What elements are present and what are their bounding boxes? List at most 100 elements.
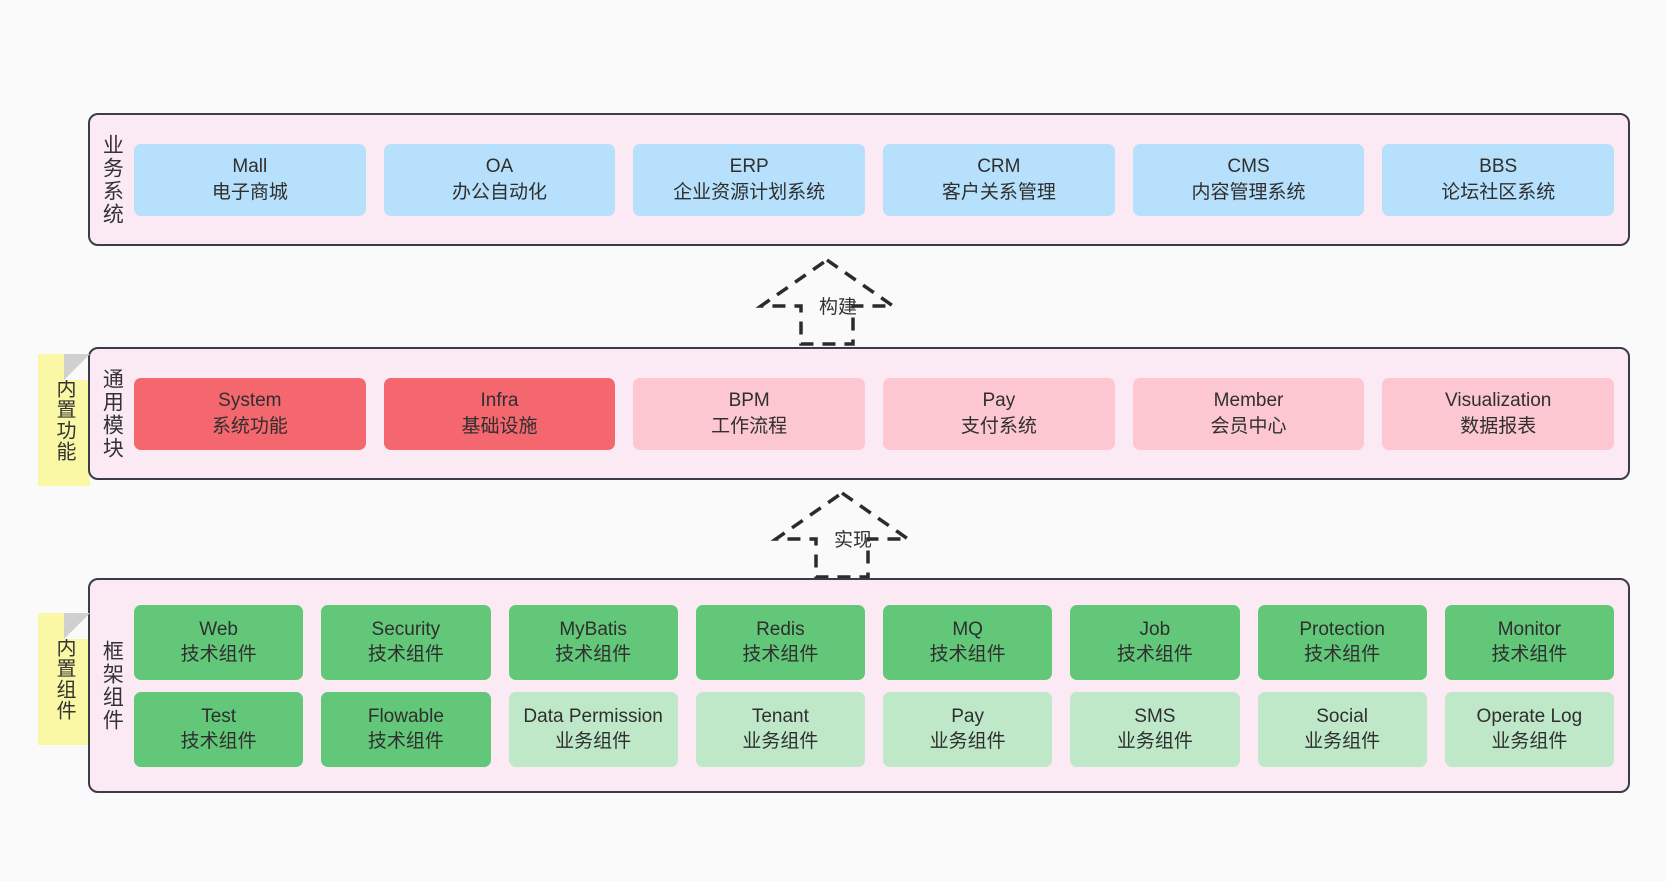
component-name-en: Security xyxy=(371,618,441,640)
module-name-en: BBS xyxy=(1479,156,1518,178)
module-name-cn: 数据报表 xyxy=(1460,415,1537,437)
module-name-cn: 基础设施 xyxy=(461,415,538,437)
component-card-flowable[interactable]: Flowable 技术组件 xyxy=(321,691,491,767)
module-name-en: CMS xyxy=(1227,156,1270,178)
component-card-redis[interactable]: Redis 技术组件 xyxy=(695,604,865,680)
module-name-en: Infra xyxy=(480,390,519,412)
component-type-cn: 技术组件 xyxy=(1304,644,1381,665)
component-type-cn: 业务组件 xyxy=(929,731,1006,752)
module-card-erp[interactable]: ERP 企业资源计划系统 xyxy=(633,143,866,216)
component-name-en: Monitor xyxy=(1497,618,1562,640)
module-name-cn: 客户关系管理 xyxy=(941,181,1056,203)
component-name-en: MQ xyxy=(952,618,983,640)
module-card-infra[interactable]: Infra 基础设施 xyxy=(383,377,616,450)
component-card-web[interactable]: Web 技术组件 xyxy=(134,604,304,680)
component-type-cn: 业务组件 xyxy=(1116,731,1193,752)
component-card-social[interactable]: Social 业务组件 xyxy=(1257,691,1427,767)
component-name-en: Web xyxy=(199,618,238,640)
module-name-cn: 企业资源计划系统 xyxy=(673,181,826,203)
component-type-cn: 业务组件 xyxy=(742,731,819,752)
layer-row: Web 技术组件 Security 技术组件 MyBatis 技术组件 Redi… xyxy=(134,604,1614,680)
layer-row: System 系统功能 Infra 基础设施 BPM 工作流程 Pay 支付系统… xyxy=(134,377,1615,450)
module-card-member[interactable]: Member 会员中心 xyxy=(1132,377,1365,450)
layer-row: Test 技术组件 Flowable 技术组件 Data Permission … xyxy=(134,691,1614,767)
module-name-cn: 支付系统 xyxy=(960,415,1037,437)
component-type-cn: 技术组件 xyxy=(367,644,444,665)
module-card-visualization[interactable]: Visualization 数据报表 xyxy=(1382,377,1615,450)
component-name-en: Data Permission xyxy=(523,705,663,727)
arrow-label-build: 构建 xyxy=(819,297,858,318)
layer-body-common: System 系统功能 Infra 基础设施 BPM 工作流程 Pay 支付系统… xyxy=(132,349,1628,478)
component-card-mybatis[interactable]: MyBatis 技术组件 xyxy=(508,604,678,680)
module-card-system[interactable]: System 系统功能 xyxy=(134,377,366,450)
arrow-build: 构建 xyxy=(755,256,899,348)
component-card-monitor[interactable]: Monitor 技术组件 xyxy=(1444,604,1614,680)
module-name-cn: 内容管理系统 xyxy=(1191,181,1306,203)
component-card-test[interactable]: Test 技术组件 xyxy=(134,691,304,767)
module-card-pay[interactable]: Pay 支付系统 xyxy=(883,377,1115,450)
module-card-bpm[interactable]: BPM 工作流程 xyxy=(633,377,866,450)
component-name-en: Protection xyxy=(1299,618,1385,640)
module-name-en: System xyxy=(218,390,282,412)
component-type-cn: 技术组件 xyxy=(367,731,444,752)
layer-body-business: Mall 电子商城 OA 办公自动化 ERP 企业资源计划系统 CRM 客户关系… xyxy=(132,115,1628,244)
layer-row: Mall 电子商城 OA 办公自动化 ERP 企业资源计划系统 CRM 客户关系… xyxy=(134,143,1615,216)
arrow-outline xyxy=(770,490,914,579)
module-card-mall[interactable]: Mall 电子商城 xyxy=(134,143,366,216)
layer-title-common: 通用模块 xyxy=(100,367,124,460)
layer-body-framework: Web 技术组件 Security 技术组件 MyBatis 技术组件 Redi… xyxy=(132,580,1628,791)
arrow-implement: 实现 xyxy=(770,489,914,581)
layer-framework-component: 框架组件 Web 技术组件 Security 技术组件 MyBatis 技术组件… xyxy=(88,578,1630,793)
sticky-note-builtin-function: 内置功能 xyxy=(38,354,90,486)
module-name-cn: 办公自动化 xyxy=(452,181,548,203)
component-type-cn: 业务组件 xyxy=(1491,731,1568,752)
component-type-cn: 技术组件 xyxy=(180,731,257,752)
component-type-cn: 技术组件 xyxy=(555,644,632,665)
module-name-cn: 论坛社区系统 xyxy=(1441,181,1556,203)
module-name-cn: 系统功能 xyxy=(211,415,288,437)
sticky-note-label: 内置组件 xyxy=(53,637,75,721)
sticky-note-label: 内置功能 xyxy=(53,378,75,462)
sticky-note-builtin-component: 内置组件 xyxy=(38,613,90,745)
module-name-en: Pay xyxy=(982,390,1016,412)
component-type-cn: 技术组件 xyxy=(742,644,819,665)
component-card-job[interactable]: Job 技术组件 xyxy=(1070,604,1240,680)
module-name-cn: 电子商城 xyxy=(211,181,288,203)
component-card-security[interactable]: Security 技术组件 xyxy=(321,604,491,680)
module-card-cms[interactable]: CMS 内容管理系统 xyxy=(1132,143,1365,216)
layer-title-framework: 框架组件 xyxy=(100,639,124,732)
module-card-oa[interactable]: OA 办公自动化 xyxy=(383,143,616,216)
module-name-cn: 工作流程 xyxy=(711,415,788,437)
module-name-en: Mall xyxy=(232,156,268,178)
component-card-data-permission[interactable]: Data Permission 业务组件 xyxy=(508,691,678,767)
component-type-cn: 技术组件 xyxy=(1491,644,1568,665)
module-name-en: OA xyxy=(485,156,514,178)
arrow-label-implement: 实现 xyxy=(834,530,873,551)
component-card-tenant[interactable]: Tenant 业务组件 xyxy=(695,691,865,767)
component-card-operate-log[interactable]: Operate Log 业务组件 xyxy=(1444,691,1614,767)
component-name-en: Test xyxy=(201,705,237,727)
module-name-cn: 会员中心 xyxy=(1210,415,1287,437)
component-name-en: Tenant xyxy=(751,705,809,727)
component-type-cn: 技术组件 xyxy=(929,644,1006,665)
module-name-en: BPM xyxy=(728,390,770,412)
component-card-sms[interactable]: SMS 业务组件 xyxy=(1070,691,1240,767)
component-card-mq[interactable]: MQ 技术组件 xyxy=(883,604,1053,680)
component-type-cn: 技术组件 xyxy=(1116,644,1193,665)
component-card-protection[interactable]: Protection 技术组件 xyxy=(1257,604,1427,680)
component-name-en: SMS xyxy=(1134,705,1176,727)
module-card-crm[interactable]: CRM 客户关系管理 xyxy=(883,143,1115,216)
component-name-en: Redis xyxy=(756,618,805,640)
layer-business-system: 业务系统 Mall 电子商城 OA 办公自动化 ERP 企业资源计划系统 CRM… xyxy=(88,113,1630,246)
module-name-en: ERP xyxy=(729,156,769,178)
component-name-en: MyBatis xyxy=(559,618,627,640)
module-name-en: Visualization xyxy=(1445,390,1552,412)
arrow-outline xyxy=(755,257,899,346)
component-type-cn: 业务组件 xyxy=(1304,731,1381,752)
component-type-cn: 技术组件 xyxy=(180,644,257,665)
module-card-bbs[interactable]: BBS 论坛社区系统 xyxy=(1382,143,1615,216)
component-name-en: Job xyxy=(1139,618,1171,640)
component-card-pay[interactable]: Pay 业务组件 xyxy=(883,691,1053,767)
module-name-en: Member xyxy=(1213,390,1284,412)
